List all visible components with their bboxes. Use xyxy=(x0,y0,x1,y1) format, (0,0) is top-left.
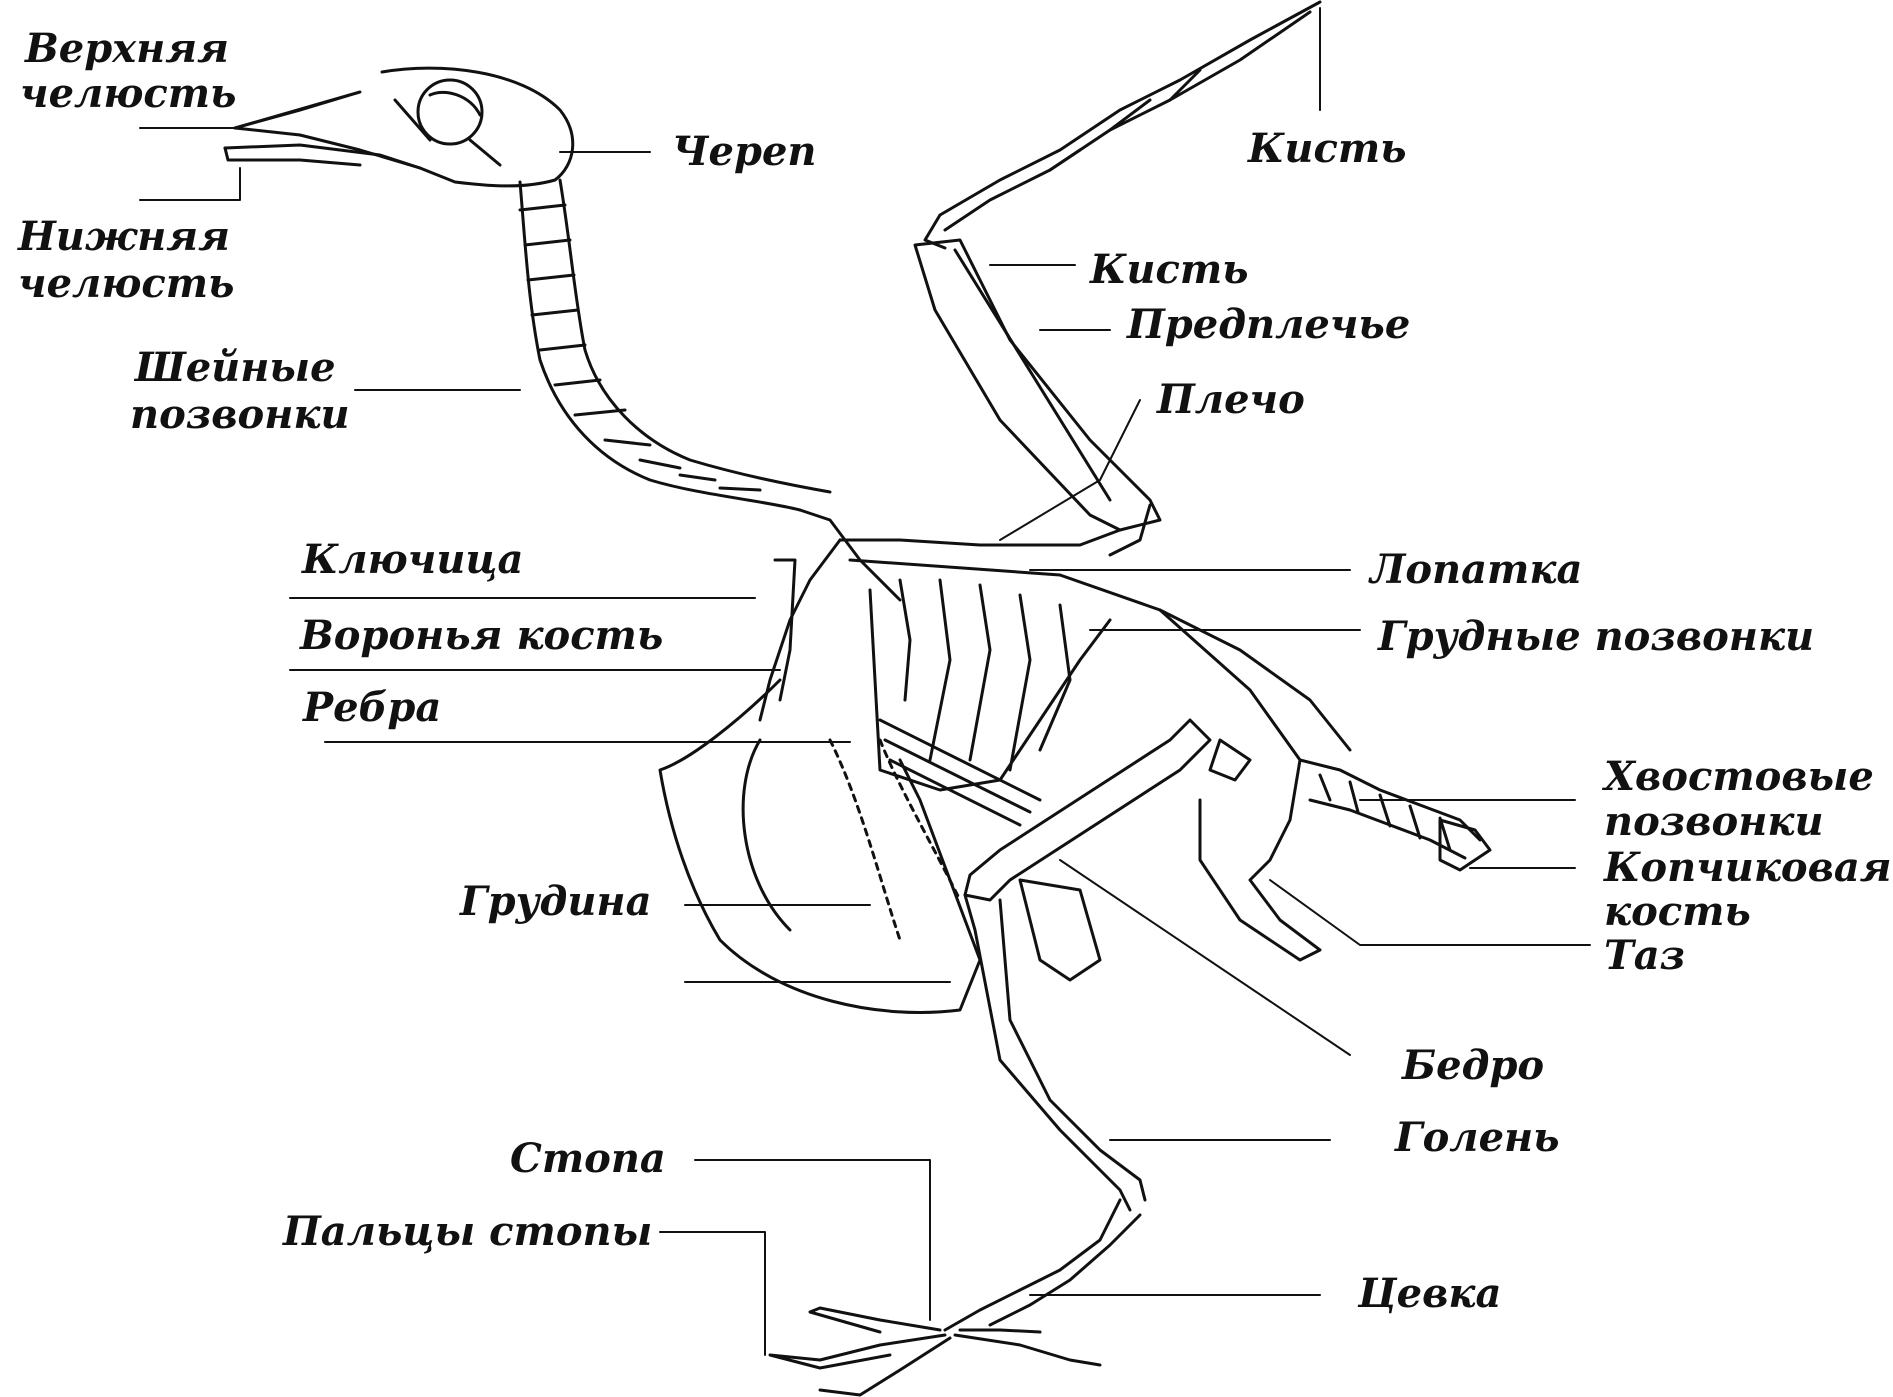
hand-top-label: Кисть xyxy=(1248,127,1407,171)
skull-label: Череп xyxy=(672,130,816,174)
pygostyle-label-line2: кость xyxy=(1604,890,1751,934)
thoracic-vertebrae-label: Грудные позвонки xyxy=(1378,615,1814,659)
sternum-label: Грудина xyxy=(460,880,651,924)
clavicle-label: Ключица xyxy=(302,538,523,582)
ribcage-drawing xyxy=(760,510,1350,825)
femur-label: Бедро xyxy=(1402,1044,1544,1088)
tail-vertebrae-label-line2: позвонки xyxy=(1604,800,1824,844)
upper-jaw-label-line1: Верхняя xyxy=(25,27,229,71)
skull-drawing xyxy=(225,68,573,186)
coracoid-label: Воронья кость xyxy=(300,614,663,658)
leg-drawing xyxy=(770,720,1210,1395)
pelvis-tail-drawing xyxy=(1160,610,1490,960)
neck-vertebrae-drawing xyxy=(520,180,830,510)
shin-label: Голень xyxy=(1395,1116,1560,1160)
pygostyle-label-line1: Копчиковая xyxy=(1604,846,1892,890)
hand-mid-label: Кисть xyxy=(1090,248,1249,292)
ribs-label: Ребра xyxy=(303,686,441,730)
lower-jaw-label-line1: Нижняя xyxy=(18,215,230,259)
leader-lines xyxy=(140,8,1590,1355)
tail-vertebrae-label-line1: Хвостовые xyxy=(1604,755,1874,799)
tarsus-label: Цевка xyxy=(1358,1272,1501,1316)
upper-jaw-label-line2: челюсть xyxy=(20,72,236,116)
pelvis-label: Таз xyxy=(1604,934,1685,978)
sternum-drawing xyxy=(660,680,980,1012)
scapula-label: Лопатка xyxy=(1370,548,1582,592)
lower-jaw-label-line2: челюсть xyxy=(18,262,234,306)
foot-label: Стопа xyxy=(510,1137,666,1181)
forearm-label: Предплечье xyxy=(1127,303,1410,347)
neck-vertebrae-label-line1: Шейные xyxy=(135,346,336,390)
humerus-label: Плечо xyxy=(1157,378,1305,422)
toes-label: Пальцы стопы xyxy=(283,1210,652,1254)
neck-vertebrae-label-line2: позвонки xyxy=(130,393,350,437)
